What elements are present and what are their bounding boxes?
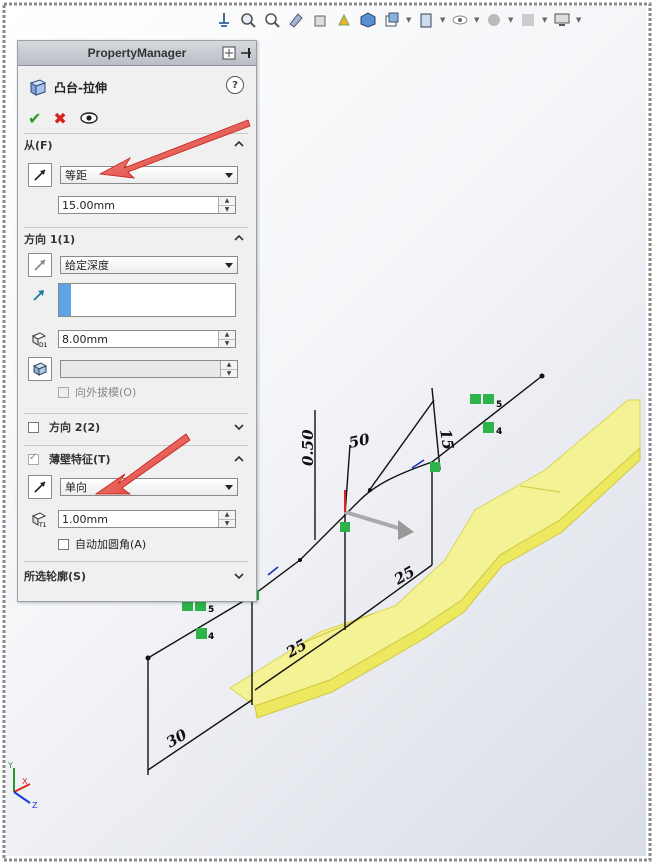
red-arrow-icon — [94, 433, 191, 495]
red-arrow-icon — [98, 119, 251, 179]
